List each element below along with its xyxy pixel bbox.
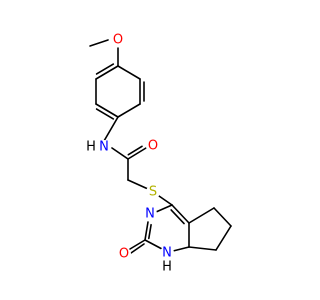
c2-oxo-bond-inner [130,243,145,254]
benzene-bond-6-inner [95,63,115,75]
ring-nh-nitrogen-label: N [162,246,172,261]
n3-c4-bond [155,204,173,213]
n-carbonyl-bond [111,147,129,160]
sulfur-ring-bond [158,195,173,206]
carbonyl-double-bond-inner [127,145,143,156]
methoxy-oxygen-label: O [113,33,123,48]
n1-c2-bond [144,239,163,250]
ch2-s-bond [127,179,149,190]
c5-c6-bond [213,207,232,227]
amide-hydrogen-label-background [84,140,98,154]
amide-hydrogen-label: H [86,140,96,155]
thioether-sulfur-label: S [149,185,157,200]
ring-nitrogen-label-background [143,207,157,221]
c4a-c5-bond [188,207,215,224]
c4-c4a-double-bond-inner [170,209,185,225]
benzene-bond-1 [117,65,141,80]
c7a-n1-bond [172,246,190,252]
thioether-sulfur-label-background [146,185,160,199]
ring-nh-hydrogen-label: H [162,260,172,275]
c4-c4a-double-bond [171,204,190,224]
methyl-o-bond [89,39,109,47]
amide-nitrogen-label-background [97,140,111,154]
c6-c7-bond [215,225,232,251]
amide-nitrogen-label: N [99,140,109,155]
carbonyl-double-bond [127,147,147,160]
aryl-n-bond [103,116,119,142]
c2-oxo-bond [129,239,146,250]
benzene-bond-6 [95,65,119,80]
oxo-oxygen-label-background [117,247,131,261]
ring-nh-hydrogen-label-background [160,260,174,274]
benzene-bond-4 [95,103,119,118]
benzene-bond-4-inner [95,108,115,120]
c2-n3-double-bond-inner [148,223,152,240]
c7-c7a-bond [188,246,217,251]
ring-nitrogen-label: N [145,207,155,222]
oxo-oxygen-label: O [119,247,129,262]
ring-nh-nitrogen-label-background [160,246,174,260]
benzene-bond-3 [117,103,141,118]
carbonyl-oxygen-label-background [146,139,160,153]
c2-n3-double-bond [144,221,149,241]
methoxy-oxygen-label-background [111,33,125,47]
carbonyl-oxygen-label: O [148,139,158,154]
bond-layer [89,39,232,254]
